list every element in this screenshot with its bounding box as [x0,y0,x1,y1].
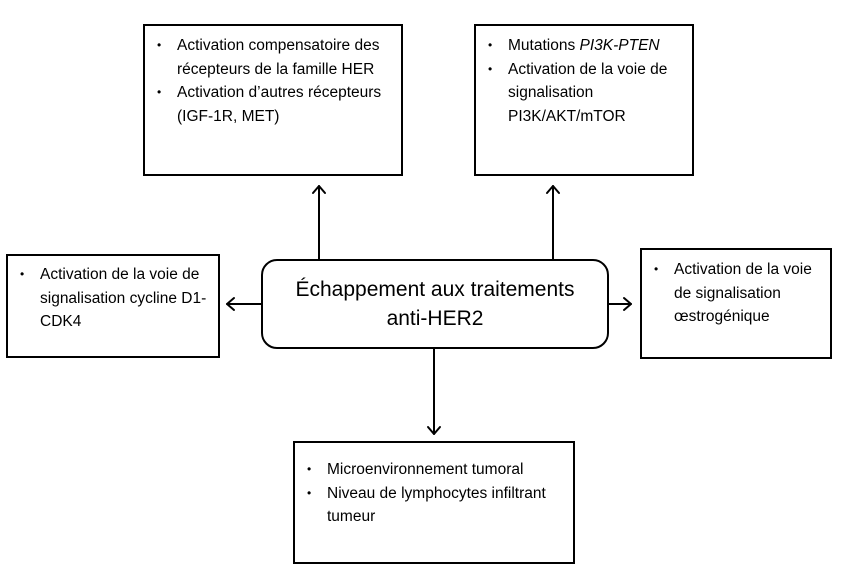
arrow-up-right [546,185,560,260]
box-her-family-activation: Activation compensatoire des récepteurs … [143,24,403,176]
central-node: Échappement aux traitements anti-HER2 [261,259,609,349]
arrow-down [427,348,441,435]
list-item: Mutations PI3K-PTEN [476,34,692,58]
arrow-right [608,297,632,311]
list-item: Activation compensatoire des récepteurs … [145,34,401,81]
box-tumor-microenvironment: Microenvironnement tumoral Niveau de lym… [293,441,575,564]
central-node-line1: Échappement aux traitements [295,278,575,301]
arrow-left [226,297,262,311]
list-item: Activation de la voie de signalisation œ… [642,258,830,329]
list-item: Microenvironnement tumoral [295,458,573,482]
list-item: Activation d’autres récepteurs (IGF-1R, … [145,81,401,128]
list-item: Activation de la voie de signalisation c… [8,263,218,334]
box-cyclin-d1-cdk4: Activation de la voie de signalisation c… [6,254,220,358]
list-item: Activation de la voie de signalisation P… [476,58,692,129]
list-item-gene-names: PI3K-PTEN [579,37,660,54]
list-item-prefix: Mutations [508,37,580,54]
box-pi3k-pathway: Mutations PI3K-PTEN Activation de la voi… [474,24,694,176]
central-node-line2: anti-HER2 [386,307,484,330]
arrow-up-left [312,185,326,260]
list-item: Niveau de lymphocytes infiltrant tumeur [295,482,573,529]
box-estrogen-pathway: Activation de la voie de signalisation œ… [640,248,832,359]
